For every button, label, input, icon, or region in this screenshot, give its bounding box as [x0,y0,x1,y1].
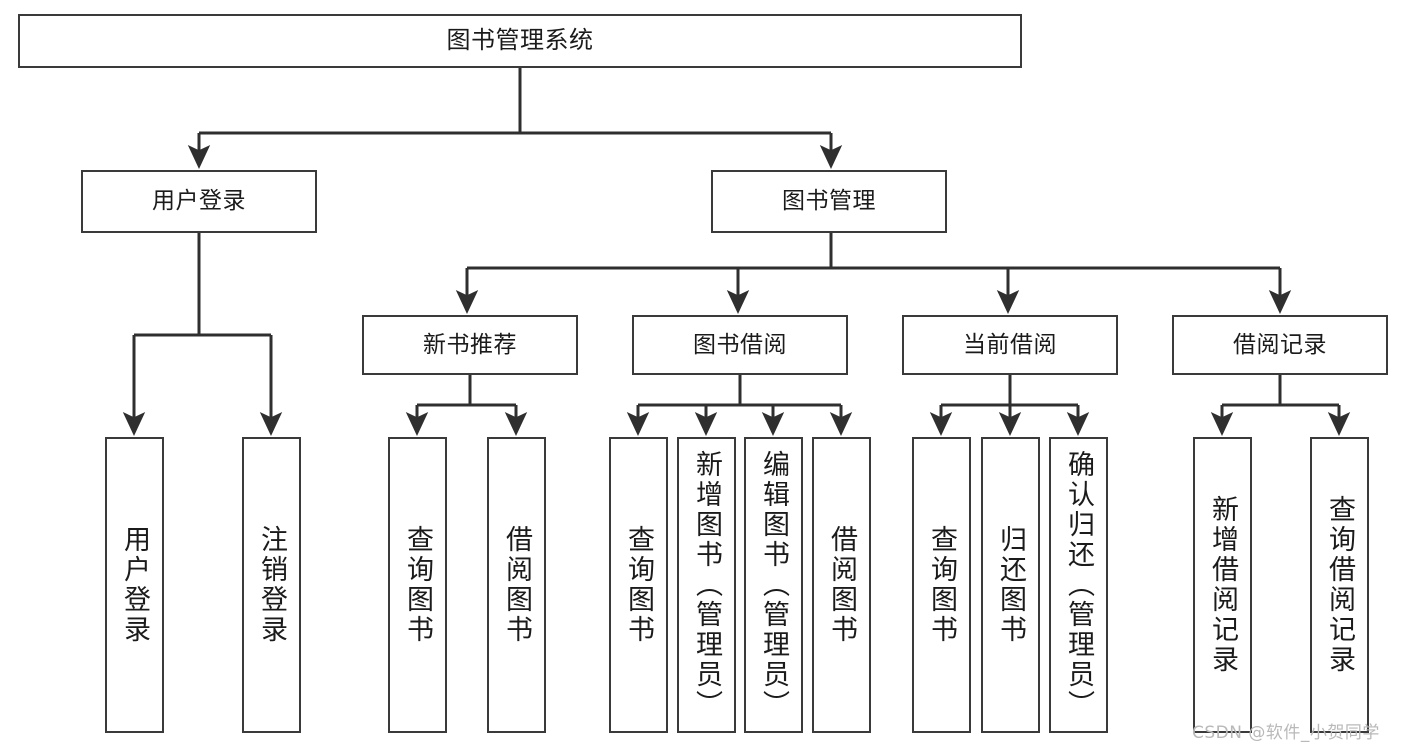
node-user-login[interactable]: 用户登录 [81,170,317,233]
leaf-borrow-book-1[interactable]: 借阅图书 [487,437,546,733]
node-label: 归还图书 [995,525,1026,645]
node-label: 编辑图书（管理员） [758,450,789,720]
leaf-logout-login[interactable]: 注销登录 [242,437,301,733]
node-label: 借阅记录 [1233,331,1327,358]
csdn-watermark: CSDN @软件_小贺同学 [1192,723,1380,743]
node-label: 用户登录 [119,525,150,645]
node-new-book-recommend[interactable]: 新书推荐 [362,315,578,375]
leaf-user-login[interactable]: 用户登录 [105,437,164,733]
node-borrow-record[interactable]: 借阅记录 [1172,315,1388,375]
node-label: 当前借阅 [963,331,1057,358]
leaf-query-book-2[interactable]: 查询图书 [609,437,668,733]
leaf-add-book[interactable]: 新增图书（管理员） [677,437,736,733]
leaf-add-record[interactable]: 新增借阅记录 [1193,437,1252,733]
node-label: 注销登录 [256,525,287,645]
node-label: 借阅图书 [826,525,857,645]
node-label: 新书推荐 [423,331,517,358]
node-label: 用户登录 [152,188,246,215]
node-label: 确认归还（管理员） [1063,450,1094,720]
node-label: 查询图书 [402,525,433,645]
node-label: 新增借阅记录 [1207,495,1238,675]
leaf-confirm-return[interactable]: 确认归还（管理员） [1049,437,1108,733]
node-label: 图书管理 [782,188,876,215]
node-label: 查询图书 [623,525,654,645]
leaf-return-book[interactable]: 归还图书 [981,437,1040,733]
node-label: 查询借阅记录 [1324,495,1355,675]
node-current-borrow[interactable]: 当前借阅 [902,315,1118,375]
node-root-book-management-system[interactable]: 图书管理系统 [18,14,1022,68]
leaf-query-record[interactable]: 查询借阅记录 [1310,437,1369,733]
leaf-borrow-book-2[interactable]: 借阅图书 [812,437,871,733]
node-book-management[interactable]: 图书管理 [711,170,947,233]
node-label: 查询图书 [926,525,957,645]
leaf-query-book-3[interactable]: 查询图书 [912,437,971,733]
node-label: 图书管理系统 [446,26,594,55]
node-label: 借阅图书 [501,525,532,645]
leaf-edit-book[interactable]: 编辑图书（管理员） [744,437,803,733]
leaf-query-book-1[interactable]: 查询图书 [388,437,447,733]
node-book-borrow[interactable]: 图书借阅 [632,315,848,375]
node-label: 新增图书（管理员） [691,450,722,720]
node-label: 图书借阅 [693,331,787,358]
